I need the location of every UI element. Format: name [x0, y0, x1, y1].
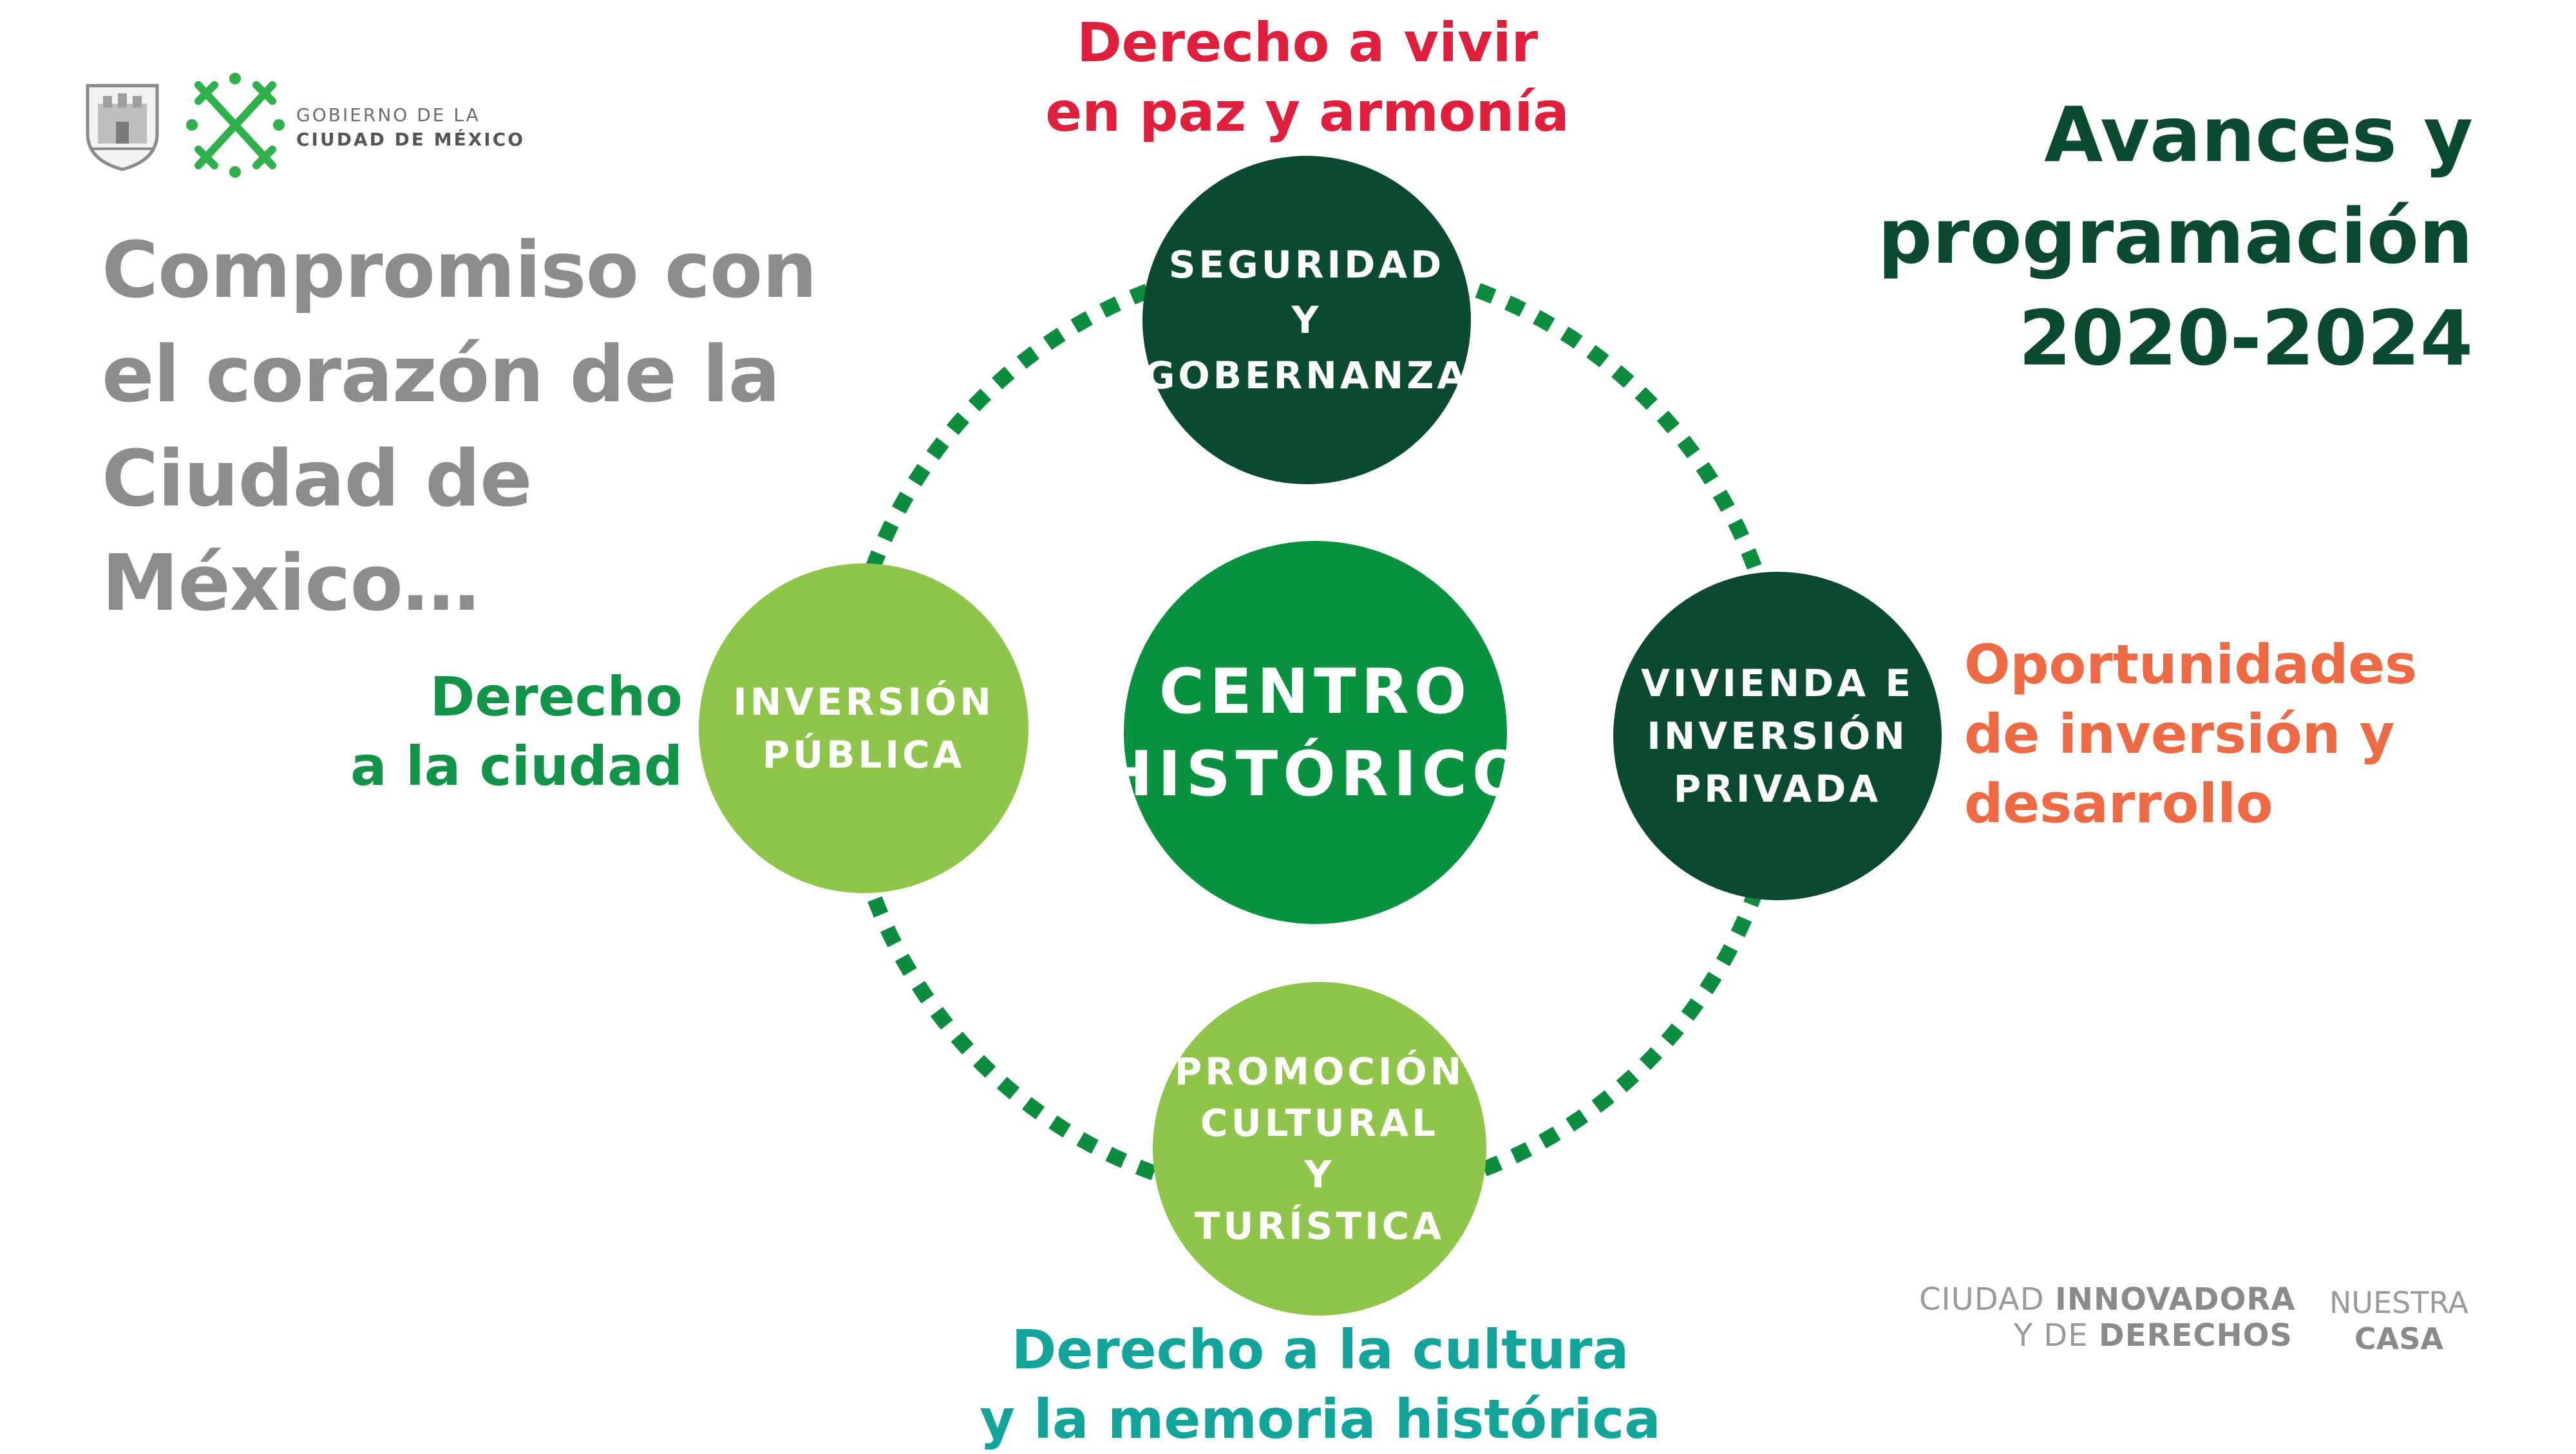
footer-brand-plain-1: CIUDAD: [1919, 1281, 2055, 1317]
headline-line-3: Ciudad de: [102, 435, 532, 524]
title-line-1: Avances y: [2044, 90, 2473, 179]
footer-brand-bold-1: INNOVADORA: [2054, 1281, 2296, 1317]
coat-of-arms-icon: [86, 84, 159, 171]
footer-brand-bold-2: DERECHOS: [2098, 1317, 2293, 1354]
center-line-2: HISTÓRICO: [1101, 737, 1530, 810]
right-bottom-line-1: Derecho a la cultura: [1011, 1318, 1629, 1381]
node-right-line-3: PRIVADA: [1673, 767, 1882, 811]
footer-brand-line-1: CIUDAD INNOVADORA: [1919, 1281, 2296, 1317]
right-to-culture-label: Derecho a la cultura y la memoria histór…: [947, 1315, 1694, 1454]
right-left-line-2: a la ciudad: [350, 735, 683, 798]
headline: Compromiso con el corazón de la Ciudad d…: [102, 219, 817, 636]
right-right-line-1: Oportunidades: [1964, 633, 2418, 696]
center-line-1: CENTRO: [1159, 655, 1472, 728]
node-right-line-1: VIVIENDA E: [1641, 661, 1914, 705]
node-bottom-line-4: TURÍSTICA: [1194, 1204, 1445, 1248]
cdmx-logo-icon: [186, 73, 285, 178]
node-top-line-2: Y: [1291, 298, 1322, 342]
node-left-line-1: INVERSIÓN: [733, 680, 994, 724]
investment-opportunities-label: Oportunidades de inversión y desarrollo: [1964, 630, 2479, 838]
gov-line-2: CIUDAD DE MÉXICO: [296, 129, 526, 150]
right-top-line-1: Derecho a vivir: [1076, 11, 1539, 74]
title-line-3: 2020-2024: [2018, 294, 2473, 382]
page-title: Avances y programación 2020-2024: [1765, 84, 2473, 389]
node-bottom-line-1: PROMOCIÓN: [1174, 1050, 1465, 1093]
node-bottom-line-3: Y: [1304, 1153, 1335, 1196]
node-left-line-2: PÚBLICA: [762, 733, 965, 777]
government-label: GOBIERNO DE LA CIUDAD DE MÉXICO: [296, 103, 525, 152]
node-historic-center: CENTRO HISTÓRICO: [1101, 541, 1525, 924]
node-housing-private-investment: VIVIENDA E INVERSIÓN PRIVADA: [1613, 572, 1942, 900]
right-right-line-2: de inversión y: [1964, 703, 2395, 766]
title-line-2: programación: [1877, 192, 2473, 281]
footer-brand: CIUDAD INNOVADORA Y DE DERECHOS: [1919, 1281, 2296, 1354]
footer-casa-line-2: CASA: [2354, 1321, 2444, 1356]
headline-line-1: Compromiso con: [102, 226, 817, 316]
node-right-line-2: INVERSIÓN: [1647, 714, 1908, 758]
right-left-line-1: Derecho: [430, 665, 683, 728]
footer-casa-line-1: NUESTRA: [2329, 1285, 2468, 1320]
right-to-peace-label: Derecho a vivir en paz y armonía: [1030, 8, 1584, 147]
node-security-governance: SEGURIDAD Y GOBERNANZA: [1142, 156, 1471, 484]
node-top-line-1: SEGURIDAD: [1168, 243, 1445, 287]
node-cultural-tourism-promotion: PROMOCIÓN CULTURAL Y TURÍSTICA: [1153, 982, 1486, 1316]
node-bottom-line-2: CULTURAL: [1200, 1101, 1439, 1145]
headline-line-4: México…: [102, 539, 480, 628]
gov-line-1: GOBIERNO DE LA: [296, 104, 480, 126]
right-bottom-line-2: y la memoria histórica: [980, 1388, 1661, 1451]
right-to-city-label: Derecho a la ciudad: [335, 662, 683, 801]
header-logos: GOBIERNO DE LA CIUDAD DE MÉXICO: [84, 72, 547, 178]
footer-brand-plain-2: Y DE: [2013, 1317, 2099, 1354]
footer-brand-line-2: Y DE DERECHOS: [1919, 1317, 2293, 1354]
headline-line-2: el corazón de la: [102, 330, 781, 420]
right-top-line-2: en paz y armonía: [1045, 80, 1569, 144]
right-right-line-3: desarrollo: [1964, 772, 2273, 835]
node-public-investment: INVERSIÓN PÚBLICA: [699, 563, 1028, 893]
footer-nuestra-casa: NUESTRA CASA: [2318, 1285, 2479, 1357]
node-top-line-3: GOBERNANZA: [1144, 354, 1470, 397]
